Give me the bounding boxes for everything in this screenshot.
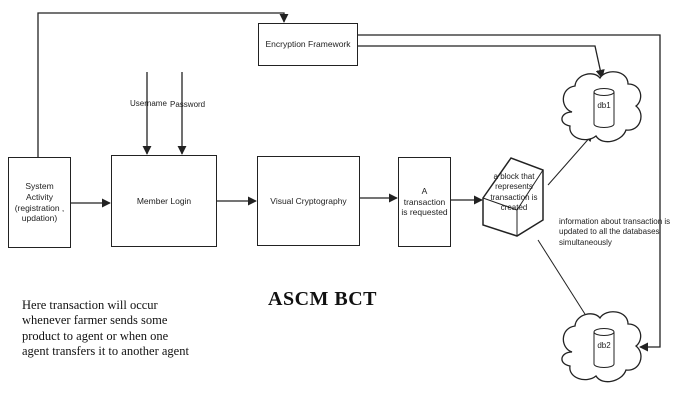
- diagram-title: ASCM BCT: [268, 288, 378, 310]
- arrow-block-to-db1: [547, 134, 593, 186]
- arrow-system-to-encryption: [37, 12, 289, 157]
- db1-label: db1: [597, 101, 611, 110]
- block-created-label: a block that represents transaction is c…: [490, 172, 538, 213]
- visual-cryptography-box: Visual Cryptography: [257, 156, 360, 246]
- block-cube-shape: [482, 157, 544, 237]
- transaction-requested-label: A transaction is requested: [401, 186, 448, 218]
- db1-cloud-shape: [561, 71, 642, 143]
- db2-cloud-shape: [561, 311, 642, 383]
- visual-cryptography-label: Visual Cryptography: [270, 195, 347, 206]
- encryption-framework-label: Encryption Framework: [265, 39, 351, 50]
- arrow-encryption-to-db1: [357, 45, 605, 79]
- arrow-block-to-db2: [537, 239, 591, 323]
- username-label: Username: [130, 99, 167, 108]
- member-login-label: Member Login: [136, 195, 192, 206]
- transaction-requested-box: A transaction is requested: [398, 157, 451, 247]
- member-login-box: Member Login: [111, 155, 217, 247]
- db2-label: db2: [597, 341, 611, 350]
- transaction-note: Here transaction will occur whenever far…: [22, 298, 189, 358]
- system-activity-label: System Activity (registration , updation…: [14, 181, 65, 224]
- db-update-note: information about transaction is updated…: [559, 217, 671, 247]
- password-label: Password: [170, 100, 206, 109]
- system-activity-box: System Activity (registration , updation…: [8, 157, 71, 248]
- arrow-encryption-to-db2: [357, 34, 661, 352]
- encryption-framework-box: Encryption Framework: [258, 23, 358, 66]
